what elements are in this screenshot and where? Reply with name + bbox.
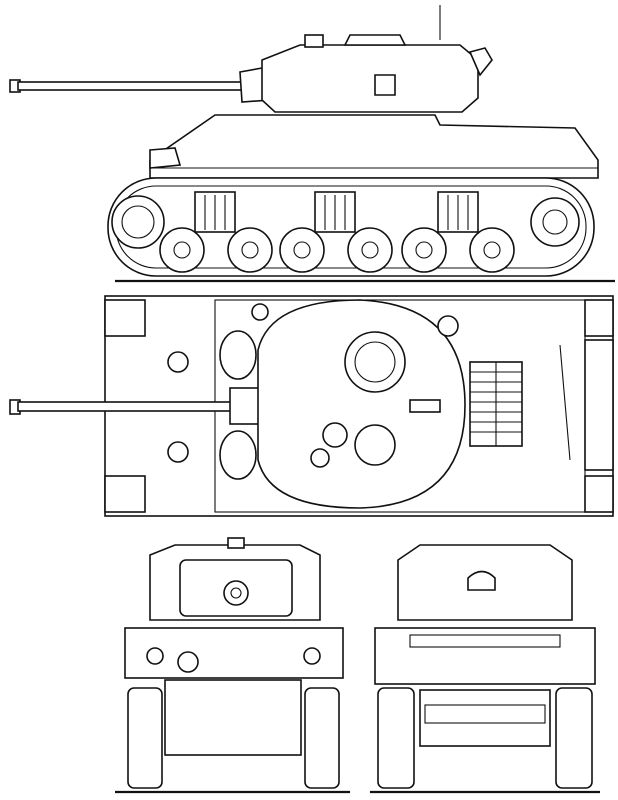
track-front-left <box>127 687 163 789</box>
bogie-1 <box>194 191 236 233</box>
mantlet-top <box>229 387 261 425</box>
track-front-right <box>304 687 340 789</box>
gun-barrel-side <box>17 81 259 91</box>
road-wheels <box>159 227 515 273</box>
idler-wheel <box>530 197 580 247</box>
rear-view <box>370 544 600 794</box>
turret-side <box>261 44 479 113</box>
bogie-2 <box>314 191 356 233</box>
drive-sprocket <box>111 195 165 249</box>
bogie-3 <box>437 191 479 233</box>
turret-hatch-detail <box>374 74 396 96</box>
front-view <box>115 537 350 794</box>
periscope <box>304 34 324 48</box>
track-rear-right <box>555 687 593 789</box>
side-view <box>9 5 615 283</box>
track-rear-left <box>377 687 415 789</box>
gun-barrel-top <box>17 401 239 412</box>
turret-top <box>257 299 466 509</box>
top-view <box>9 295 614 517</box>
turret-rear-fitting <box>468 47 493 77</box>
lower-hull-front <box>164 679 302 756</box>
cupola-side <box>343 34 407 46</box>
commander-cupola <box>344 331 406 393</box>
rear-plate <box>419 689 551 747</box>
hull-rear <box>374 627 596 685</box>
grille-lines <box>470 362 522 446</box>
